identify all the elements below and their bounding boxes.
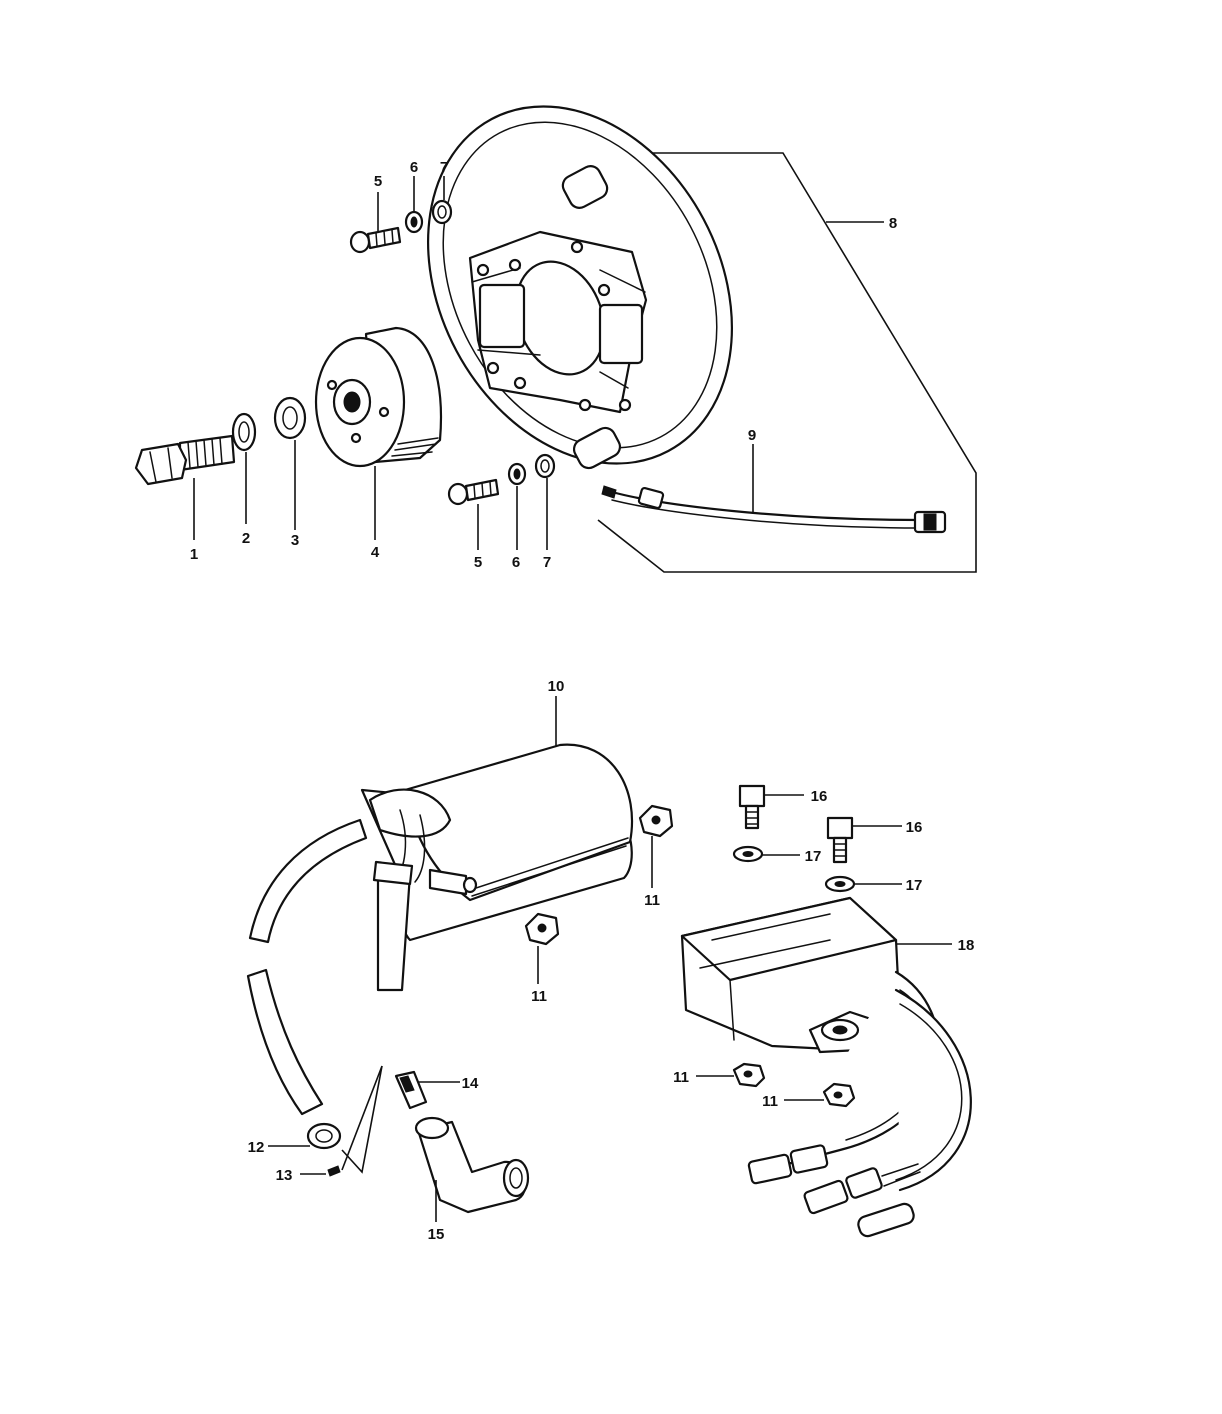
cdi-nut-left: [732, 1062, 766, 1088]
rotor: [314, 326, 442, 468]
coil-nut-lower: [524, 912, 560, 946]
plug-terminal: [394, 1070, 428, 1110]
clamp-leader-bracket: [341, 1065, 383, 1171]
hose-clamp: [306, 1122, 342, 1150]
callout-4: 4: [371, 544, 380, 561]
ignition-coil: [360, 743, 634, 942]
callout-8: 8: [889, 215, 897, 232]
callout-11-cdi-left: 11: [673, 1069, 689, 1086]
lock-washer-lower: [507, 462, 527, 486]
cdi-wiring: [747, 970, 972, 1238]
callout-12: 12: [248, 1139, 265, 1156]
callout-5-lower: 5: [474, 554, 482, 571]
plug-cap: [414, 1116, 530, 1214]
callout-5-upper: 5: [374, 173, 382, 190]
washer-17-lower: [824, 875, 856, 893]
stator-assembly-outline: [488, 152, 977, 573]
lock-washer-upper: [404, 210, 424, 234]
coil-nut-upper: [638, 804, 674, 838]
callout-11-cdi-right: 11: [762, 1093, 778, 1110]
rotor-bolt: [134, 434, 236, 486]
high-tension-lead: [246, 818, 414, 1116]
callout-17-upper: 17: [805, 848, 822, 865]
screw-upper: [349, 226, 402, 254]
callout-17-lower: 17: [906, 877, 923, 894]
callout-16-lower: 16: [906, 819, 923, 836]
callout-13: 13: [276, 1167, 293, 1184]
callout-10: 10: [548, 678, 565, 695]
callout-14: 14: [462, 1075, 479, 1092]
callout-11-coil-lower: 11: [531, 988, 547, 1005]
callout-6-upper: 6: [410, 159, 418, 176]
cdi-nut-right: [822, 1082, 856, 1108]
flat-washer: [273, 396, 307, 440]
clamp-screw: [327, 1165, 341, 1177]
washer-upper: [431, 199, 453, 225]
screw-lower: [447, 478, 500, 506]
leader-lines-lower-left: [268, 696, 653, 1222]
leader-lines-upper: [193, 176, 884, 550]
callout-18: 18: [958, 937, 975, 954]
callout-7-upper: 7: [440, 159, 448, 176]
callout-15: 15: [428, 1226, 445, 1243]
callout-3: 3: [291, 532, 299, 549]
callout-2: 2: [242, 530, 250, 547]
bolt-16-upper: [738, 784, 766, 830]
stator-plate: [427, 105, 733, 470]
callout-9: 9: [748, 427, 756, 444]
callout-1: 1: [190, 546, 198, 563]
callout-6-lower: 6: [512, 554, 520, 571]
callout-7-lower: 7: [543, 554, 551, 571]
washer-lower: [534, 453, 556, 479]
callout-16-upper: 16: [811, 788, 828, 805]
bolt-16-lower: [826, 816, 854, 864]
washer-17-upper: [732, 845, 764, 863]
lock-washer: [231, 412, 257, 452]
leader-lines-lower-right: [696, 794, 952, 1101]
stator-lead-wire: [601, 485, 947, 534]
callout-11-coil-upper: 11: [644, 892, 660, 909]
